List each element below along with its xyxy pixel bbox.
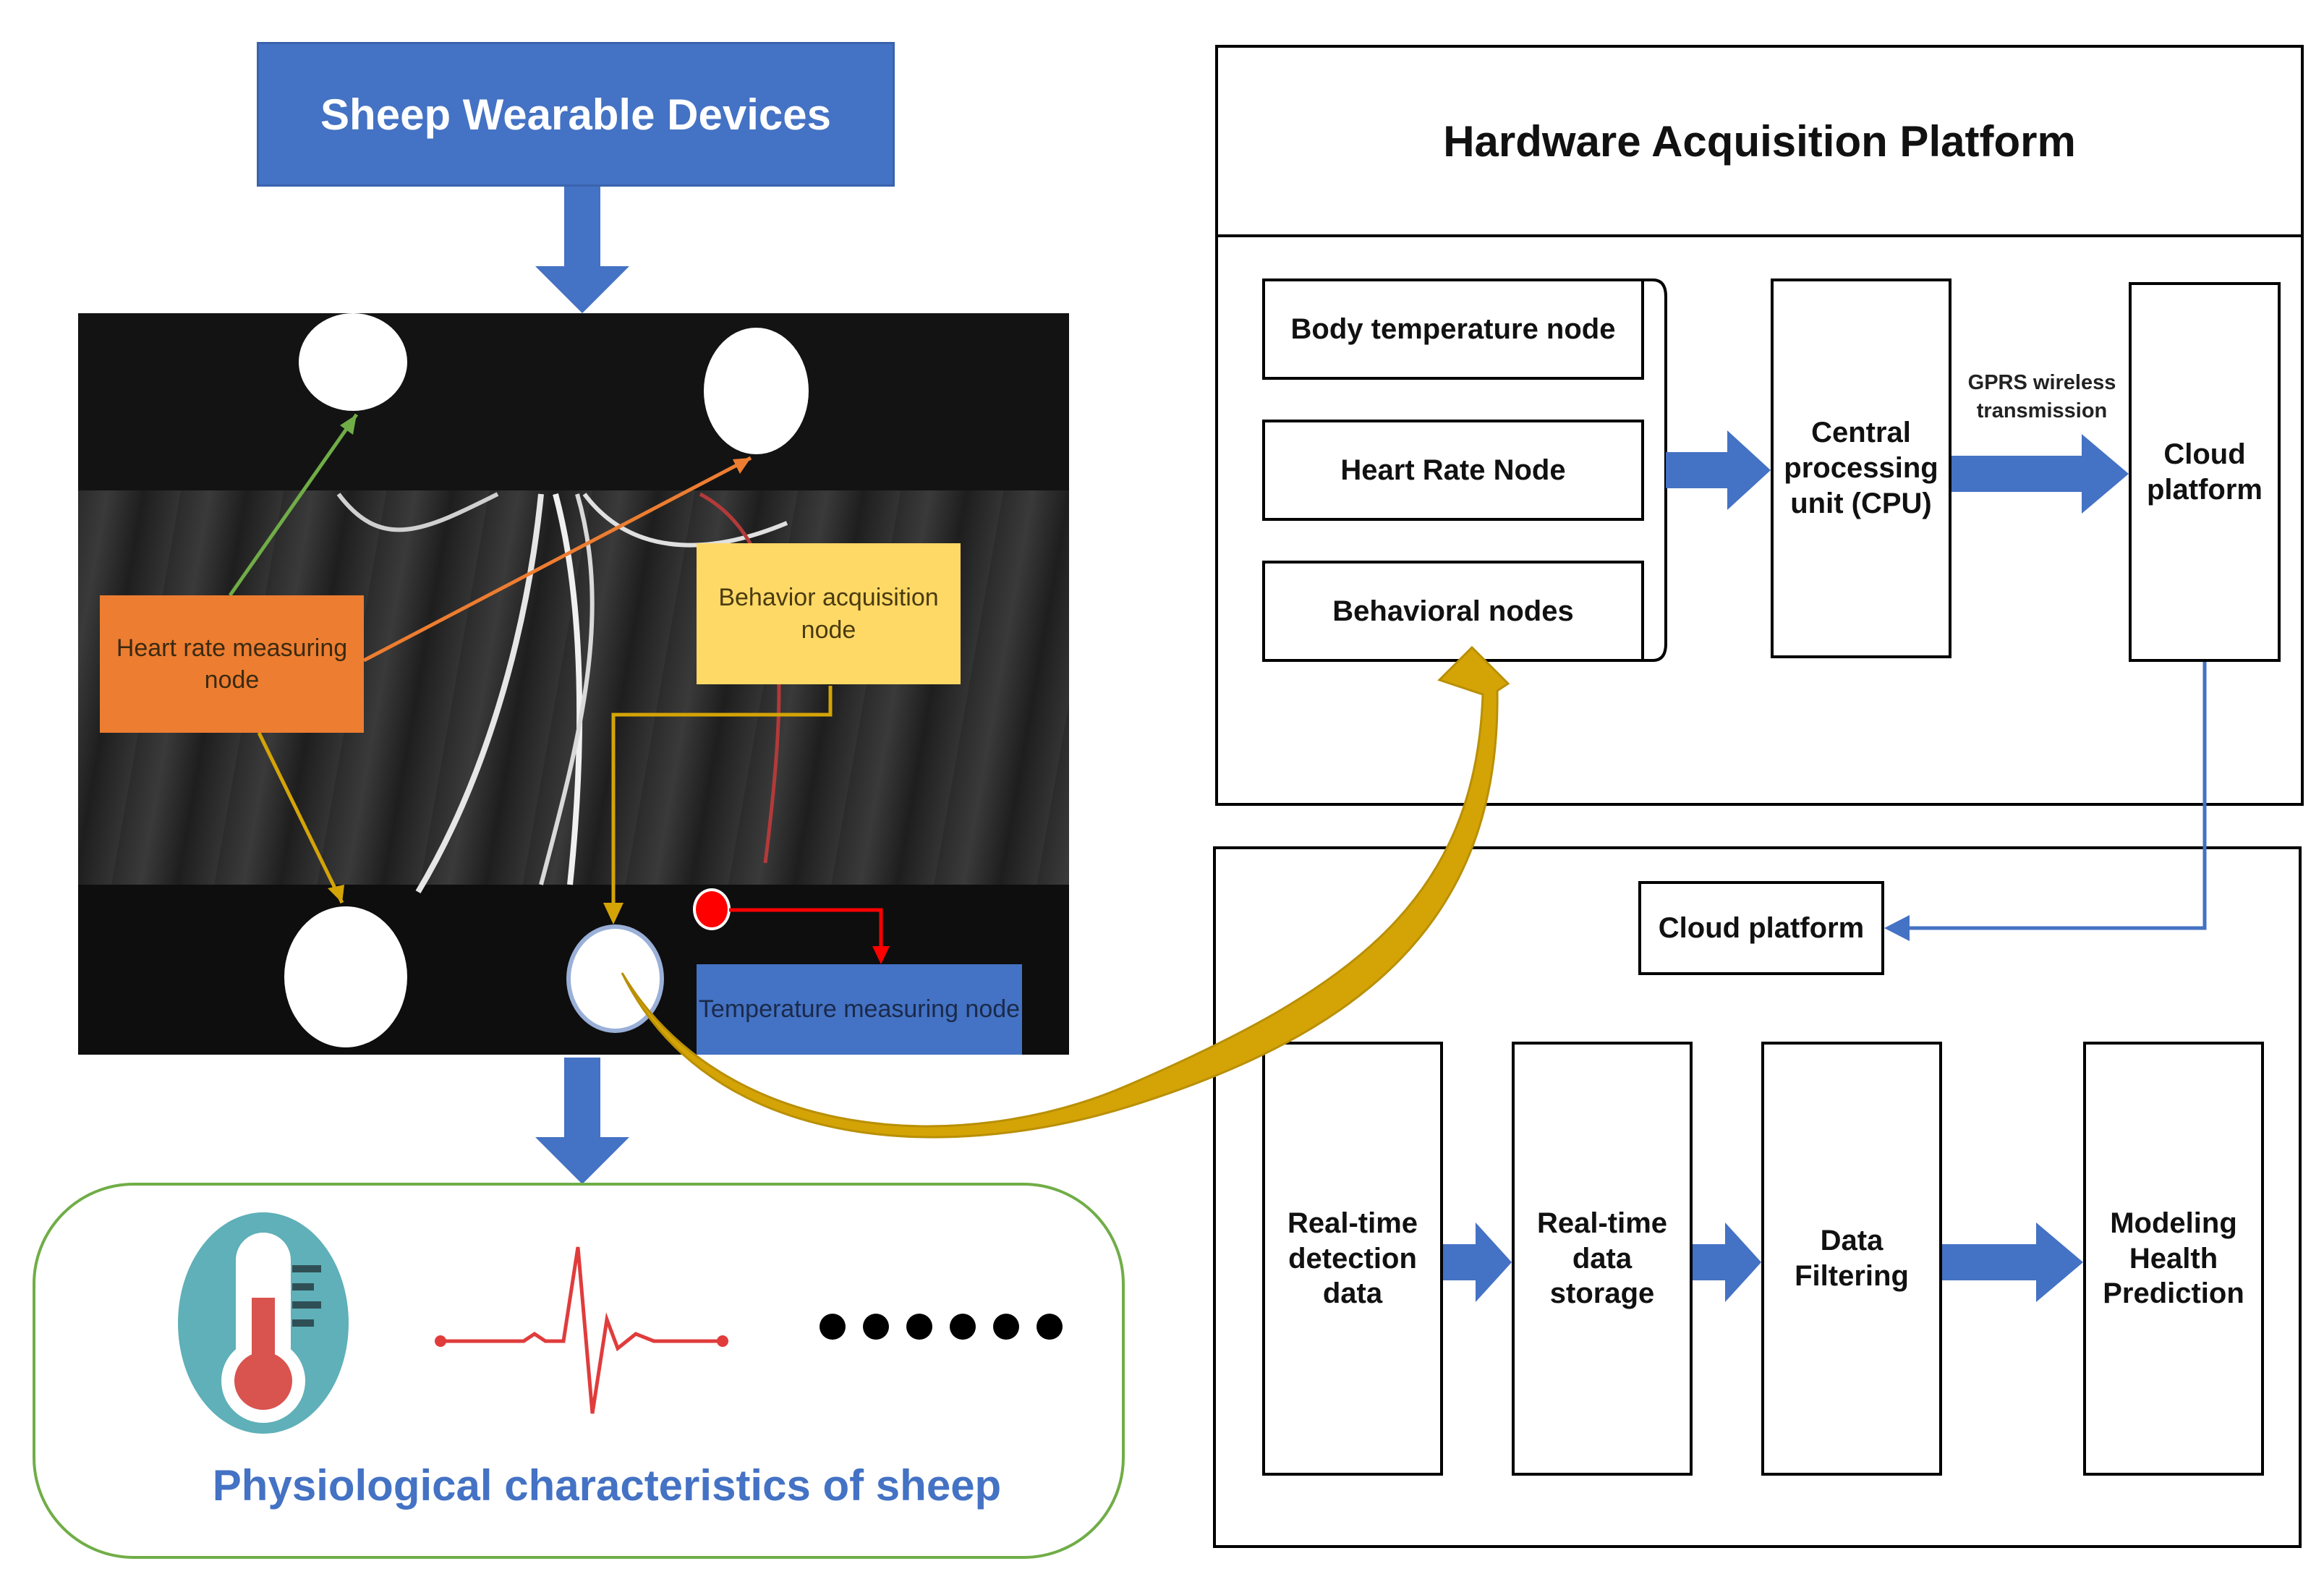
heart-rate-node-text: Heart Rate Node: [1340, 454, 1566, 486]
behavior-acquisition-node-text: Behavior acquisition node: [718, 584, 939, 644]
photo-top-strap: [78, 313, 1069, 490]
behavioral-nodes-box: Behavioral nodes: [1262, 561, 1644, 662]
cpu-box: Central processing unit (CPU): [1771, 278, 1951, 658]
gprs-transmission-text: GPRS wireless transmission: [1967, 371, 2116, 423]
heartbeat-icon: [435, 1246, 728, 1414]
physiological-characteristics-caption-text: Physiological characteristics of sheep: [212, 1461, 1002, 1510]
hardware-title-row: Hardware Acquisition Platform: [1218, 48, 2301, 237]
realtime-data-storage-box: Real-time data storage: [1512, 1042, 1693, 1476]
temperature-measuring-node-label: Temperature measuring node: [697, 964, 1022, 1055]
sheep-wearable-devices-title: Sheep Wearable Devices: [257, 42, 895, 187]
photo-wires-and-pointers: [228, 413, 890, 964]
heart-rate-measuring-node-text: Heart rate measuring node: [116, 634, 348, 694]
arrow-storage-to-filtering: [1693, 1222, 1761, 1302]
wearable-device-photo: Heart rate measuring node Behavior acqui…: [78, 313, 1069, 1055]
thermometer-icon: [178, 1212, 349, 1434]
heart-rate-node-box: Heart Rate Node: [1262, 420, 1644, 521]
sensor-disc-top-right: [704, 328, 809, 454]
arrow-detection-to-storage: [1443, 1222, 1512, 1302]
hardware-cloud-platform-text: Cloud platform: [2147, 438, 2263, 506]
modeling-health-prediction-text: Modeling Health Prediction: [2103, 1207, 2244, 1310]
cloud-to-cloud-connector: [1884, 662, 2207, 941]
data-filtering-text: Data Filtering: [1795, 1225, 1909, 1292]
gprs-transmission-label: GPRS wireless transmission: [1951, 369, 2132, 425]
arrow-filtering-to-modeling: [1942, 1222, 2083, 1302]
sensor-disc-bottom-left: [284, 906, 407, 1047]
data-filtering-box: Data Filtering: [1761, 1042, 1942, 1476]
physiological-characteristics-box: Physiological characteristics of sheep: [33, 1183, 1125, 1559]
arrow-cpu-to-cloud: [1951, 434, 2129, 514]
arrow-title-to-photo: [535, 187, 629, 313]
body-temperature-node-text: Body temperature node: [1290, 312, 1616, 345]
ellipsis-icon: [820, 1314, 1063, 1340]
cpu-text: Central processing unit (CPU): [1784, 417, 1938, 519]
realtime-detection-data-box: Real-time detection data: [1262, 1042, 1443, 1476]
sensor-disc-top-left: [299, 313, 407, 411]
body-temperature-node-box: Body temperature node: [1262, 278, 1644, 380]
heart-rate-measuring-node-label: Heart rate measuring node: [100, 595, 364, 733]
software-cloud-platform-text: Cloud platform: [1658, 911, 1865, 944]
arrow-nodes-to-cpu: [1666, 430, 1771, 510]
behavioral-nodes-text: Behavioral nodes: [1332, 595, 1574, 627]
realtime-data-storage-text: Real-time data storage: [1536, 1207, 1668, 1310]
hardware-acquisition-platform-title: Hardware Acquisition Platform: [1443, 116, 2076, 166]
temperature-measuring-node-text: Temperature measuring node: [698, 995, 1021, 1024]
physiological-characteristics-caption: Physiological characteristics of sheep: [35, 1460, 1178, 1510]
software-cloud-platform-box: Cloud platform: [1638, 881, 1884, 975]
modeling-health-prediction-box: Modeling Health Prediction: [2083, 1042, 2264, 1476]
sheep-wearable-devices-title-text: Sheep Wearable Devices: [320, 90, 831, 139]
hardware-cloud-platform-box: Cloud platform: [2129, 282, 2281, 662]
arrow-photo-to-characteristics: [535, 1058, 629, 1184]
behavior-acquisition-node-label: Behavior acquisition node: [697, 543, 961, 684]
realtime-detection-data-text: Real-time detection data: [1287, 1207, 1418, 1310]
